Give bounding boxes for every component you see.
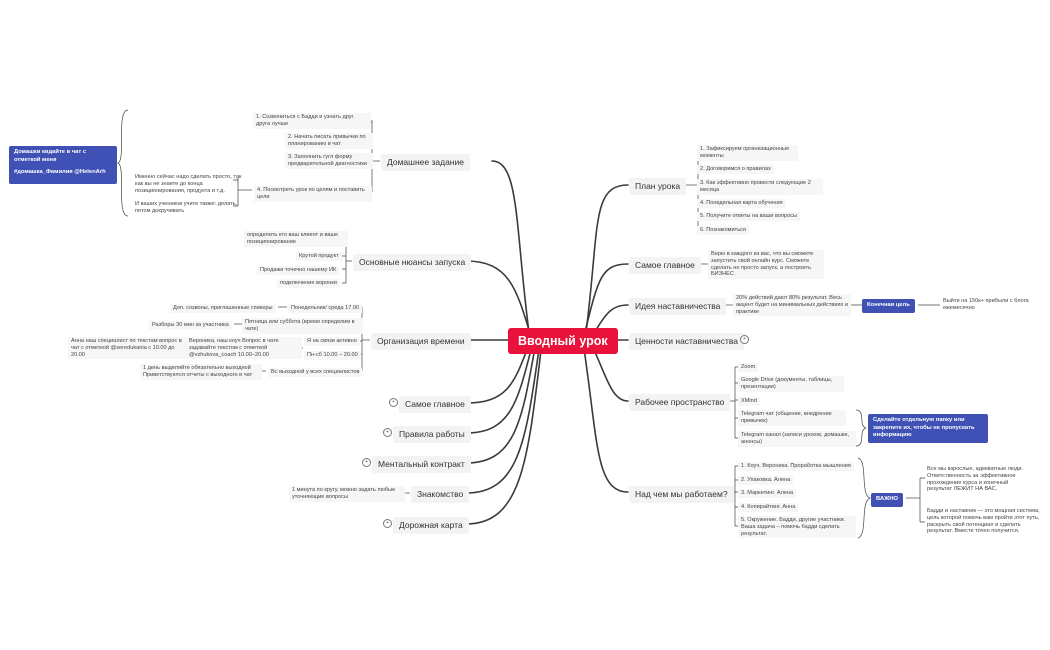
topic-time-organization[interactable]: Организация времени [371, 333, 471, 350]
time-detail[interactable]: 1 день выделяйте обязательно выходной Пр… [140, 364, 262, 380]
topic-most-important-left[interactable]: Самое главное [399, 396, 471, 413]
homework-callout-line1: Домашки кидайте в чат с отметкой меня [14, 149, 87, 163]
topic-what-we-work-on[interactable]: Над чем мы работаем? [629, 486, 734, 503]
workspace-item[interactable]: Google Drive (документы, таблицы, презен… [738, 376, 844, 392]
important-note[interactable]: Бадди и наставник — это мощная система, … [927, 508, 1040, 535]
workspace-item[interactable]: Zoom [738, 363, 759, 372]
launch-item[interactable]: определить кто ваш клиент и ваше позицио… [244, 231, 348, 247]
important-badge[interactable]: ВАЖНО [871, 493, 904, 507]
time-detail[interactable]: Вероника, наш коуч Вопрос в чате задавай… [186, 337, 302, 360]
work-item[interactable]: 2. Упаковка. Алена [738, 476, 794, 485]
homework-item[interactable]: 1. Созвониться с Бадди и узнать друг дру… [253, 113, 371, 129]
expand-toggle-icon[interactable]: + [383, 428, 392, 437]
homework-item[interactable]: 2. Начать писать привычки по планировани… [285, 133, 373, 149]
plan-item[interactable]: 6. Познакомиться [697, 226, 749, 235]
topic-launch-nuances[interactable]: Основные нюансы запуска [353, 254, 472, 271]
time-item[interactable]: Понедельник/ среда 17.00 [288, 304, 363, 313]
time-item[interactable]: Я на связи активно [304, 337, 360, 346]
time-detail[interactable]: Разборы 30 мин за участника [149, 321, 232, 330]
homework-item[interactable]: 4. Посмотреть урок по целям и поставить … [254, 186, 372, 202]
homework-callout[interactable]: Домашки кидайте в чат с отметкой меня #д… [9, 146, 117, 184]
topic-lesson-plan[interactable]: План урока [629, 178, 687, 195]
topic-mental-contract[interactable]: Ментальный контракт [372, 456, 471, 473]
workspace-item[interactable]: Telegram канал (записи уроков, домашки, … [738, 431, 856, 447]
main-note[interactable]: Верю в каждого из вас, что вы сможете за… [708, 250, 824, 280]
workspace-item[interactable]: XMind [738, 397, 760, 406]
time-item[interactable]: Вс выходной у всех специалистов [268, 368, 363, 377]
workspace-callout[interactable]: Сделайте отдельную папку или закрепите и… [868, 414, 988, 443]
final-goal-badge[interactable]: Конечная цель [862, 299, 915, 313]
topic-mentorship-idea[interactable]: Идея наставничества [629, 298, 727, 315]
topic-most-important-right[interactable]: Самое главное [629, 257, 701, 274]
plan-item[interactable]: 4. Понедельная карта обучения [697, 199, 786, 208]
central-topic[interactable]: Вводный урок [508, 328, 618, 354]
plan-item[interactable]: 3. Как эффективно провести следующие 2 м… [697, 179, 823, 195]
launch-item[interactable]: Крутой продукт [296, 252, 342, 261]
idea-note[interactable]: 20% действий дают 80% результат. Весь ак… [733, 294, 851, 317]
homework-note[interactable]: Именно сейчас надо сделать просто, так к… [135, 174, 242, 194]
topic-roadmap[interactable]: Дорожная карта [393, 517, 469, 534]
expand-toggle-icon[interactable]: + [389, 398, 398, 407]
work-item[interactable]: 4. Копирайтинг. Анна [738, 503, 799, 512]
topic-mentorship-values[interactable]: Ценности наставничества [629, 333, 744, 350]
homework-callout-line2: #домашка_Фамилия @HelenArh [14, 169, 106, 175]
workspace-item[interactable]: Telegram чат (общение, внедрение привыче… [738, 410, 846, 426]
time-detail[interactable]: Доп. созвоны, приглашенные спикеры [170, 304, 276, 313]
important-note[interactable]: Все мы взрослые, адекватные люди. Ответс… [927, 466, 1024, 493]
final-goal-text[interactable]: Выйти на 150к+ прибыли с блога ежемесячн… [943, 298, 1029, 311]
expand-toggle-icon[interactable]: + [740, 335, 749, 344]
launch-item[interactable]: подключение воронки [277, 279, 340, 288]
homework-item[interactable]: 3. Заполнить гугл форму предварительной … [285, 153, 373, 169]
work-item[interactable]: 1. Коуч. Вероника. Проработка мышления [738, 462, 854, 471]
expand-toggle-icon[interactable]: + [362, 458, 371, 467]
topic-workspace[interactable]: Рабочее пространство [629, 394, 731, 411]
launch-item[interactable]: Продажи точечно нашему ИК [257, 266, 340, 275]
time-detail[interactable]: Анна наш специалист по текстам вопрос в … [68, 337, 186, 360]
time-item[interactable]: Пн-сб 10.00 – 20.00 [304, 351, 361, 360]
expand-toggle-icon[interactable]: + [383, 519, 392, 528]
plan-item[interactable]: 1. Зафиксируем организационные моменты [697, 145, 798, 161]
plan-item[interactable]: 5. Получите ответы на ваши вопросы [697, 212, 801, 221]
plan-item[interactable]: 2. Договоримся о правилах [697, 165, 774, 174]
topic-introduction[interactable]: Знакомство [411, 486, 470, 503]
work-item[interactable]: 3. Маркетинг. Алена [738, 489, 797, 498]
topic-homework[interactable]: Домашнее задание [381, 154, 470, 171]
intro-item[interactable]: 1 минута по кругу, можно задать любые ут… [289, 486, 405, 502]
homework-note[interactable]: И ваших учеников учите также: делать, по… [135, 201, 238, 214]
work-item[interactable]: 5. Окружение. Бадди, другие участники. В… [738, 516, 856, 539]
topic-work-rules[interactable]: Правила работы [393, 426, 471, 443]
time-item[interactable]: Пятница или суббота (время определим в ч… [242, 318, 363, 334]
